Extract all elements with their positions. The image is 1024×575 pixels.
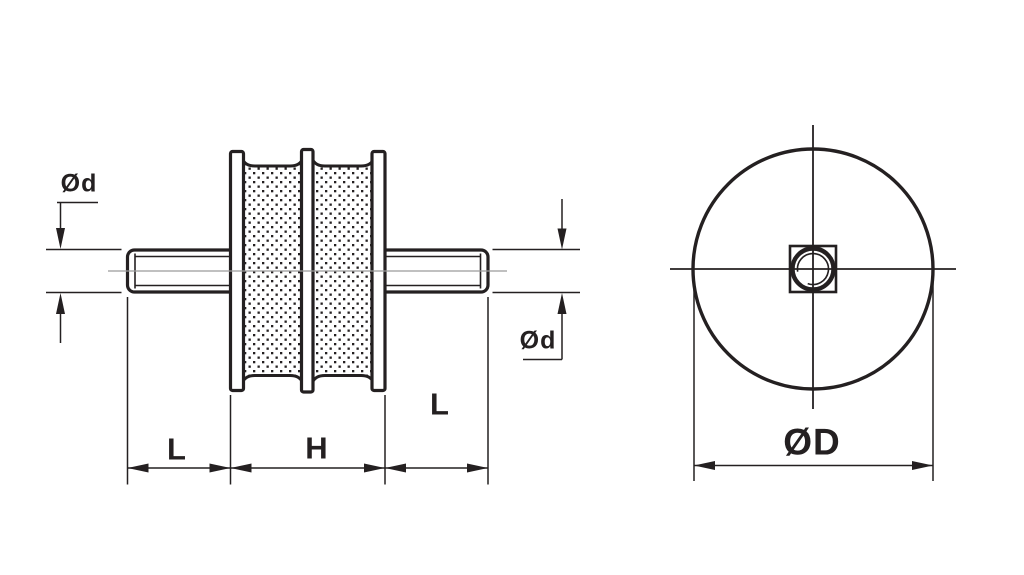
dim-stud-diameter-left <box>46 201 122 343</box>
dim-label-height: H <box>305 430 329 466</box>
side-view <box>108 147 507 394</box>
dim-label-od-left: Ød <box>60 169 98 198</box>
dim-label-length-right: L <box>430 386 450 422</box>
front-view <box>670 125 956 409</box>
dim-label-od-big: ØD <box>783 421 841 463</box>
thread-arc <box>796 252 830 286</box>
dim-label-od-right: Ød <box>519 326 557 355</box>
dim-length-and-height <box>126 297 489 485</box>
dim-body-diameter <box>693 277 934 481</box>
dim-stud-diameter-right <box>492 199 580 361</box>
dim-label-length-left: L <box>167 431 187 467</box>
